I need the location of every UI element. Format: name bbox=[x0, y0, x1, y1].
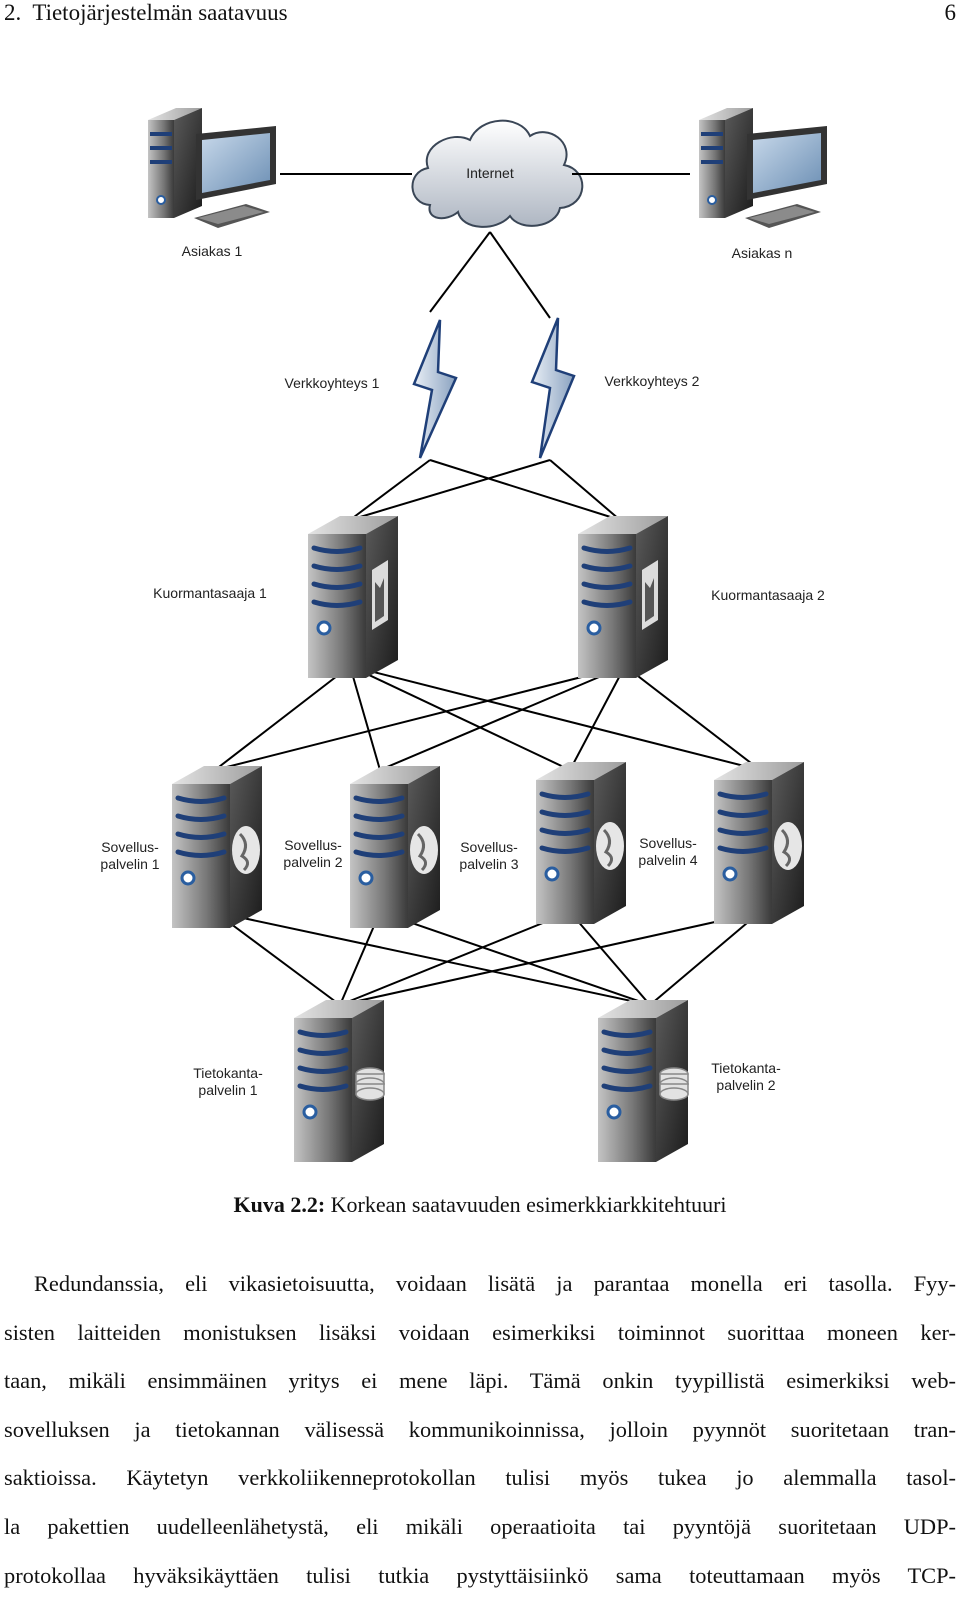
database-server-label: Tietokanta- bbox=[711, 1060, 781, 1076]
connection-lines bbox=[214, 231, 761, 1006]
caption-label: Kuva 2.2: bbox=[233, 1192, 326, 1217]
running-header: 2. Tietojärjestelmän saatavuus 6 bbox=[4, 0, 956, 30]
text-line: saktioissa. Käytetyn verkkoliikenneproto… bbox=[4, 1465, 956, 1491]
figure-caption: Kuva 2.2: Korkean saatavuuden esimerkkia… bbox=[0, 1192, 960, 1218]
client-computer-icon bbox=[146, 106, 278, 230]
connection-label: Verkkoyhteys 2 bbox=[605, 373, 700, 389]
text-line: protokollaa hyväksikäyttäen tulisi tutki… bbox=[4, 1562, 956, 1588]
chapter-heading: 2. Tietojärjestelmän saatavuus bbox=[4, 0, 288, 25]
text-line: la pakettien uudelleenlähetystä, eli mik… bbox=[4, 1513, 956, 1539]
application-server-label: palvelin 4 bbox=[638, 852, 697, 868]
architecture-figure: Internet Asiakas 1 Asiakas n Verkkoyhtey… bbox=[0, 80, 960, 1180]
database-server-icon bbox=[294, 1000, 384, 1162]
text-line: taan, mikäli ensimmäinen yritys ei mene … bbox=[4, 1368, 956, 1394]
application-server-label: palvelin 2 bbox=[283, 854, 342, 870]
application-server-icon bbox=[350, 766, 440, 928]
internet-label: Internet bbox=[466, 165, 514, 181]
application-server-label: palvelin 3 bbox=[459, 856, 518, 872]
client-computer-icon bbox=[697, 106, 829, 230]
caption-text: Korkean saatavuuden esimerkkiarkkitehtuu… bbox=[325, 1192, 727, 1217]
client-label: Asiakas 1 bbox=[182, 243, 243, 259]
load-balancer-label: Kuormantasaaja 1 bbox=[153, 585, 267, 601]
text-line: Redundanssia, eli vikasietoisuutta, void… bbox=[34, 1271, 956, 1296]
application-server-label: palvelin 1 bbox=[100, 856, 159, 872]
text-line: sovelluksen ja tietokannan välisessä kom… bbox=[4, 1416, 956, 1442]
application-server-label: Sovellus- bbox=[284, 837, 342, 853]
application-server-label: Sovellus- bbox=[101, 839, 159, 855]
connection-label: Verkkoyhteys 1 bbox=[285, 375, 380, 391]
internet-cloud-icon: Internet bbox=[411, 119, 584, 228]
application-server-icon bbox=[714, 762, 804, 924]
database-server-label: Tietokanta- bbox=[193, 1065, 263, 1081]
body-paragraph: Redundanssia, eli vikasietoisuutta, void… bbox=[4, 1260, 956, 1600]
database-server-label: palvelin 1 bbox=[198, 1082, 257, 1098]
page-number: 6 bbox=[944, 0, 957, 25]
application-server-icon bbox=[536, 762, 626, 924]
application-server-icon bbox=[172, 766, 262, 928]
load-balancer-label: Kuormantasaaja 2 bbox=[711, 587, 825, 603]
text-line: sisten laitteiden monistuksen lisäksi vo… bbox=[4, 1319, 956, 1345]
database-server-icon bbox=[598, 1000, 688, 1162]
network-link-icon bbox=[530, 317, 576, 459]
load-balancer-icon bbox=[308, 516, 398, 678]
database-server-label: palvelin 2 bbox=[716, 1077, 775, 1093]
network-link-icon bbox=[412, 319, 458, 459]
application-server-label: Sovellus- bbox=[639, 835, 697, 851]
client-label: Asiakas n bbox=[732, 245, 793, 261]
load-balancer-icon bbox=[578, 516, 668, 678]
application-server-label: Sovellus- bbox=[460, 839, 518, 855]
